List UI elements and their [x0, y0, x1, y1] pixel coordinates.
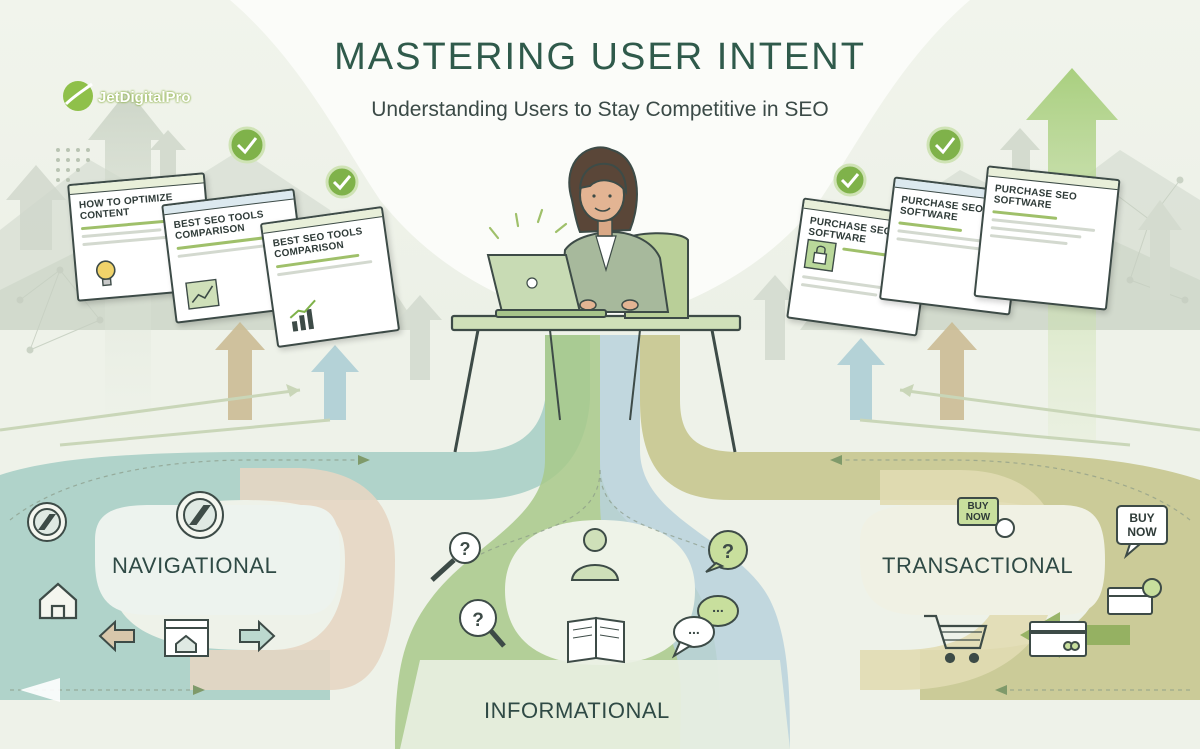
question-bubble-icon: ? — [705, 530, 748, 573]
buy-now-bubble-icon — [1116, 505, 1168, 560]
logo-mark-icon — [63, 81, 93, 111]
search-question-icon: ? — [430, 532, 481, 582]
lock-icon — [803, 238, 837, 272]
open-book-icon — [567, 616, 625, 664]
chat-bubbles-icon — [671, 595, 739, 659]
content-card-how-to-optimize: HOW TO OPTIMIZE CONTENT — [67, 172, 215, 302]
content-card-best-seo-tools: BEST SEO TOOLS COMPARISON — [161, 188, 309, 324]
intent-label-informational: INFORMATIONAL — [484, 698, 670, 723]
arrow-right-icon — [239, 619, 276, 653]
laptop-icon — [486, 254, 607, 318]
intent-label-navigational: NAVIGATIONAL — [112, 553, 278, 578]
lightbulb-icon — [95, 260, 116, 287]
check-icons — [228, 126, 964, 199]
page-title: MASTERING USER INTENT — [334, 36, 866, 78]
credit-card-icon — [1029, 621, 1087, 657]
svg-text:?: ? — [460, 539, 471, 559]
shopping-cart-icon — [924, 614, 988, 664]
intent-label-transactional: TRANSACTIONAL — [882, 553, 1074, 578]
compass-icon — [27, 502, 67, 542]
bar-chart-icon — [289, 299, 316, 332]
page-subtitle: Understanding Users to Stay Competitive … — [371, 98, 829, 121]
brand-logo-text: JetDigitalPro — [98, 88, 191, 106]
arrow-left-icon — [98, 619, 135, 653]
svg-text:?: ? — [722, 541, 734, 563]
browser-home-icon — [164, 619, 209, 657]
svg-text:?: ? — [472, 610, 484, 631]
product-card-purchase-seo-3: PURCHASE SEO SOFTWARE — [973, 165, 1121, 311]
person-at-desk — [558, 146, 689, 319]
content-card-best-seo-tools-2: BEST SEO TOOLS COMPARISON — [259, 205, 401, 349]
brand-logo: JetDigitalPro — [94, 82, 191, 112]
chart-thumbnail-icon — [185, 278, 220, 310]
buy-now-tag-icon — [957, 497, 1015, 538]
credit-card-icon — [1107, 578, 1162, 615]
home-icon — [38, 582, 78, 620]
search-question-icon: ? — [459, 599, 506, 648]
product-card-purchase-seo-1: PURCHASE SEO SOFTWARE — [786, 197, 934, 337]
user-avatar-icon — [570, 528, 620, 581]
compass-icon — [176, 491, 224, 539]
